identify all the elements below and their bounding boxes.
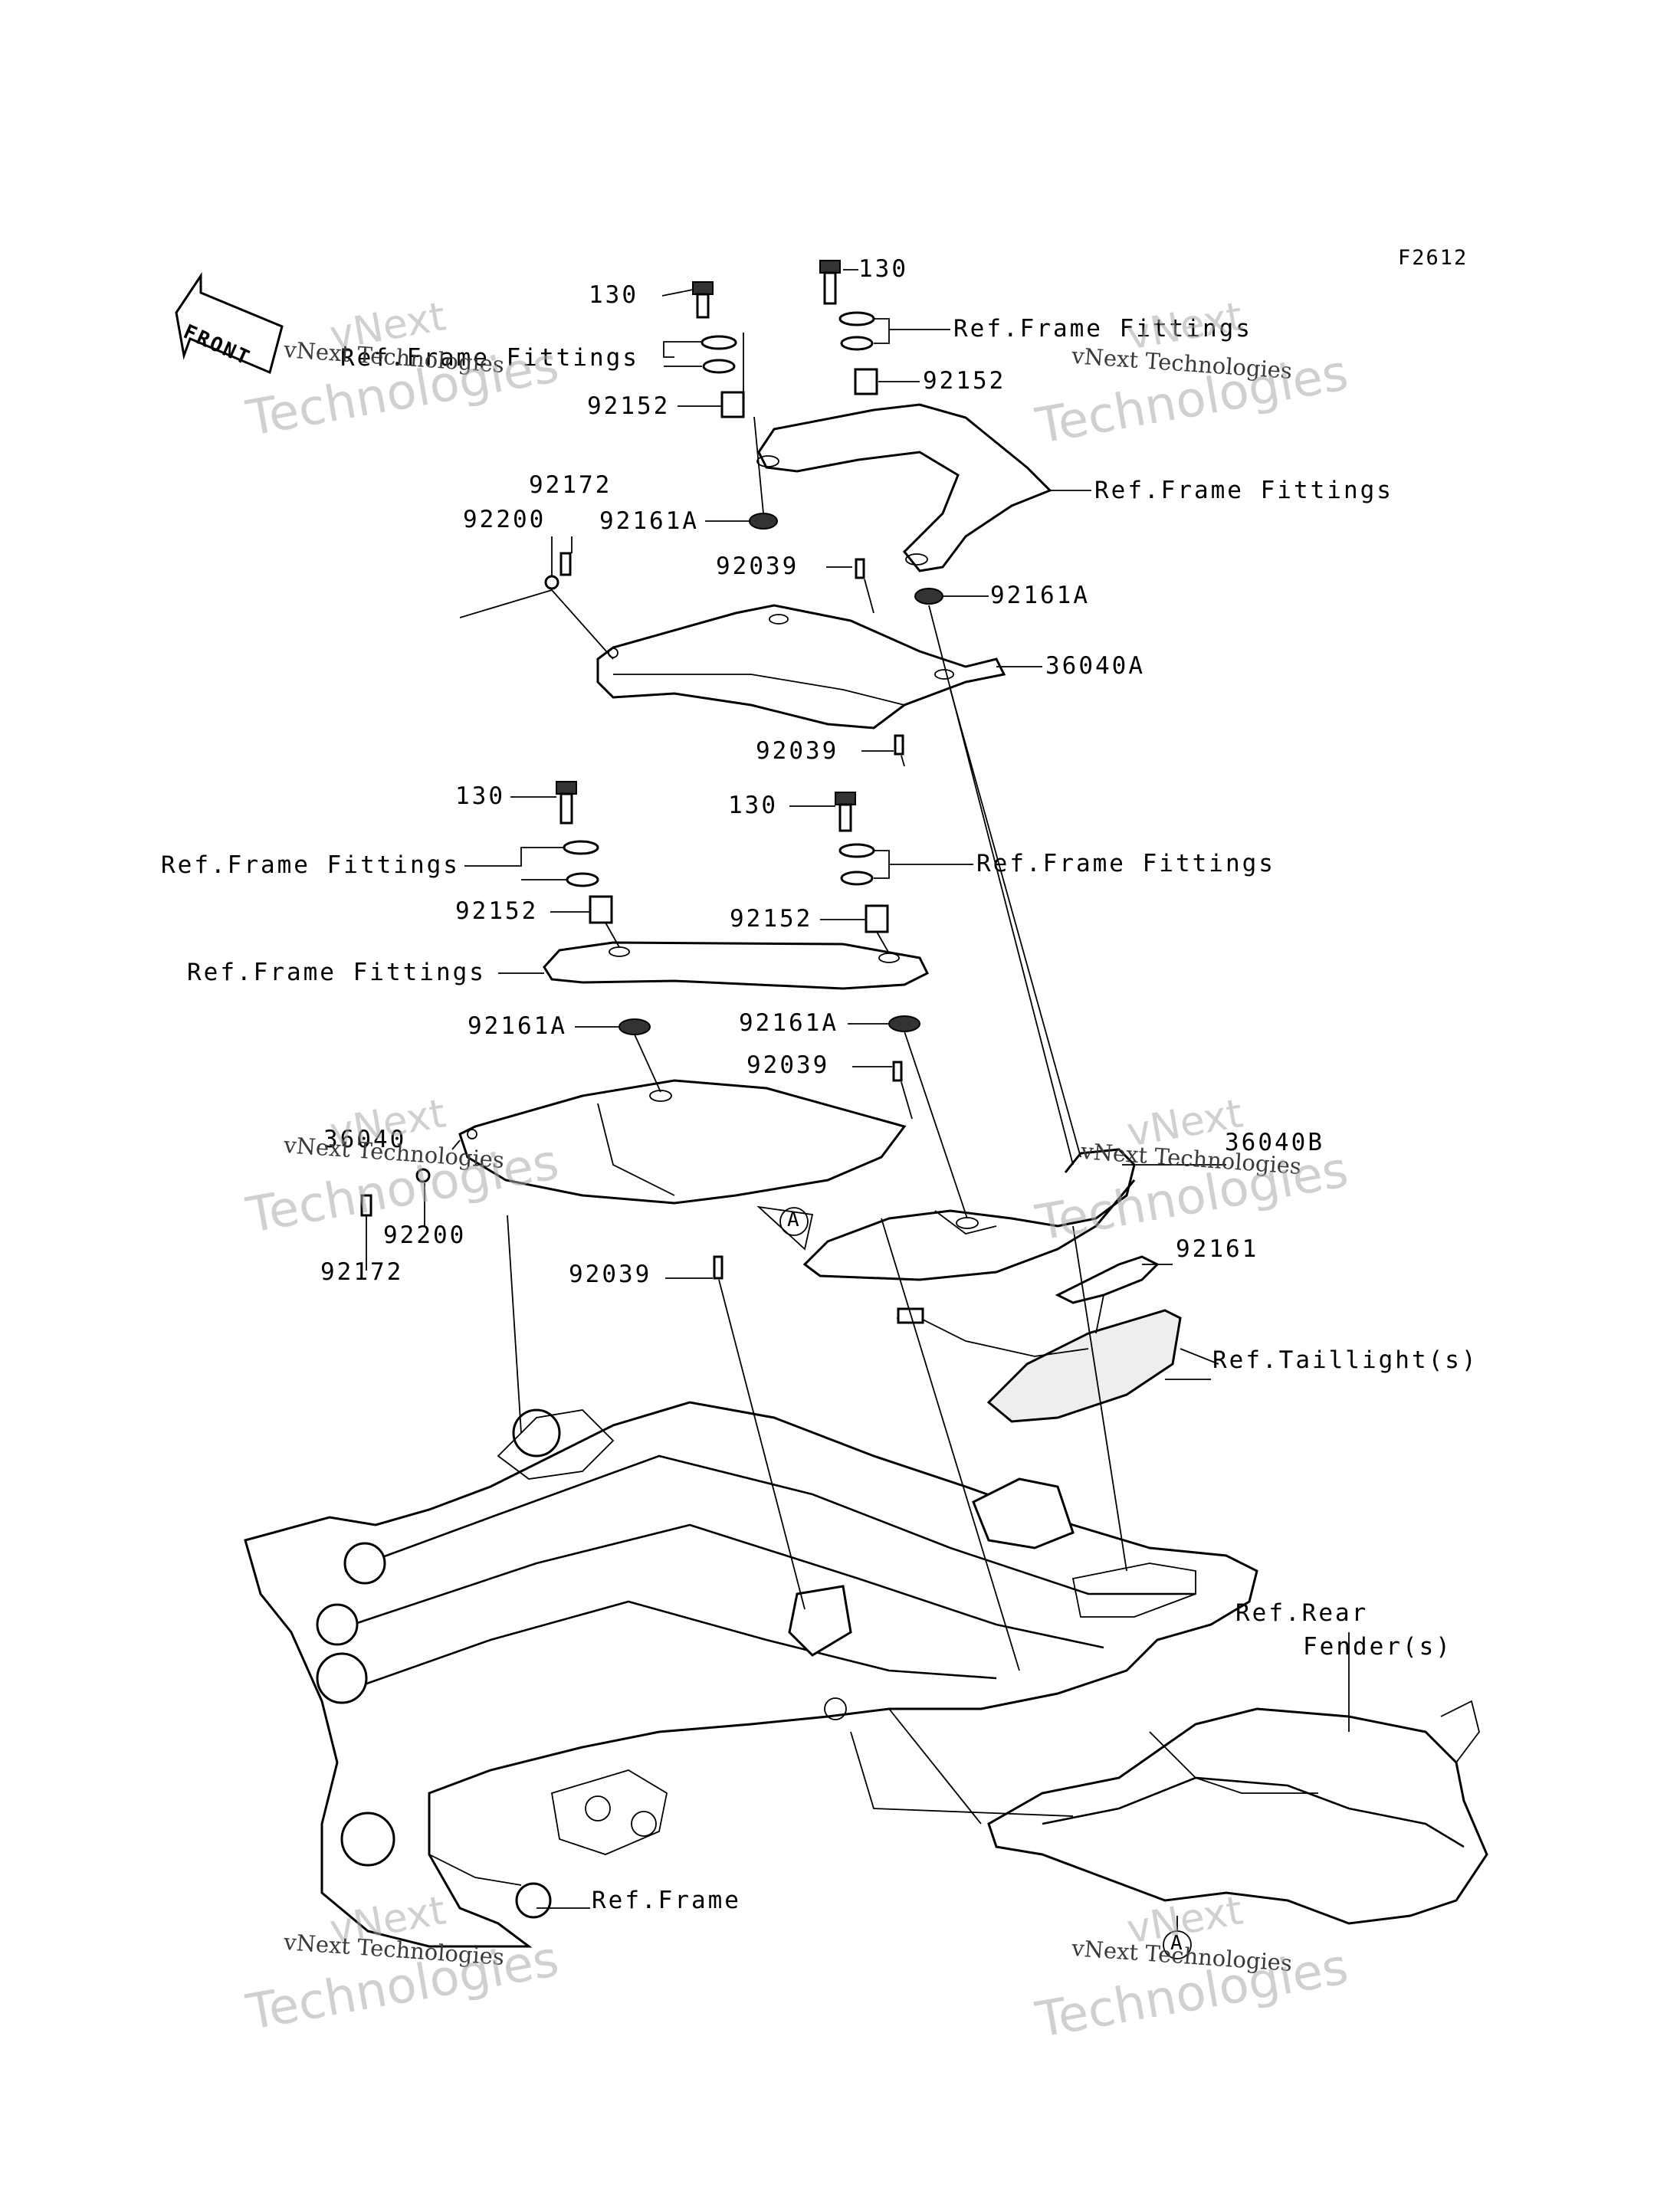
- callout-92161a: 92161A: [468, 1012, 567, 1040]
- callout-92172: 92172: [529, 471, 612, 499]
- seat-cover-36040A: [596, 604, 1006, 730]
- callout-ref-frame-fittings: Ref.Frame Fittings: [1094, 477, 1393, 504]
- leader-lines: [366, 269, 1350, 1931]
- rear-cover-36040B: [802, 1148, 1136, 1281]
- bolt-130-upper-right: [819, 260, 841, 305]
- callout-ref-rear: Ref.Rear: [1235, 1599, 1369, 1627]
- callout-fenders: Fender(s): [1303, 1633, 1452, 1661]
- grab-rail-upper: [757, 403, 1052, 572]
- callout-ref-frame-fittings: Ref.Frame Fittings: [161, 851, 460, 879]
- clip-92039-lower-1: [892, 1061, 903, 1082]
- bracket-92161: [1055, 1255, 1160, 1304]
- bolt-92172-upper: [559, 552, 572, 576]
- callout-92161a: 92161A: [599, 507, 699, 535]
- callout-92039: 92039: [569, 1261, 652, 1288]
- callout-ref-frame: Ref.Frame: [592, 1887, 741, 1914]
- callout-92039: 92039: [716, 553, 799, 580]
- callout-36040: 36040: [323, 1126, 407, 1153]
- ref-a-label-bottom: A: [1170, 1932, 1183, 1955]
- washer-lower-left-2: [566, 872, 599, 887]
- callout-130: 130: [858, 255, 908, 283]
- bolt-130-lower-left: [556, 781, 577, 825]
- callout-36040b: 36040B: [1225, 1129, 1324, 1156]
- taillight: [986, 1309, 1182, 1423]
- callout-130: 130: [589, 281, 638, 309]
- clip-92039-upper-2: [894, 734, 904, 756]
- grommet-92161A-upper-left: [749, 513, 778, 530]
- washer-92200-upper: [544, 575, 559, 590]
- bolt-130-lower-right: [835, 792, 856, 832]
- frame: [244, 1401, 1258, 1948]
- washer-lower-right-2: [840, 871, 874, 886]
- callout-92152: 92152: [923, 367, 1006, 395]
- bolt-130-upper-left: [692, 281, 714, 319]
- callout-92200: 92200: [383, 1221, 467, 1249]
- callout-ref-frame-fittings: Ref.Frame Fittings: [340, 344, 639, 372]
- callout-92161a: 92161A: [739, 1009, 838, 1037]
- clip-92039-lower-2: [713, 1255, 724, 1280]
- washer-upper-right-2: [840, 336, 874, 351]
- grommet-92161A-lower-right: [888, 1015, 920, 1032]
- callout-92161a: 92161A: [990, 582, 1090, 609]
- clip-92039-upper-1: [855, 558, 865, 579]
- collar-92152-upper-left: [720, 391, 745, 418]
- callout-ref-frame-fittings: Ref.Frame Fittings: [953, 315, 1252, 343]
- rear-fender: [987, 1700, 1488, 1925]
- collar-92152-lower-left: [589, 895, 613, 924]
- figure-code: F2612: [1398, 246, 1468, 270]
- callout-92152: 92152: [455, 897, 539, 925]
- washer-lower-left-1: [563, 840, 599, 855]
- callout-92152: 92152: [730, 905, 813, 933]
- washer-upper-left-1: [701, 335, 737, 350]
- callout-ref-taillights: Ref.Taillight(s): [1212, 1346, 1478, 1374]
- washer-92200-lower: [415, 1168, 431, 1183]
- callout-130: 130: [728, 792, 778, 819]
- callout-92039: 92039: [756, 737, 839, 765]
- washer-upper-right-1: [838, 311, 875, 326]
- grab-rail-lower: [543, 941, 930, 990]
- callout-130: 130: [455, 782, 505, 810]
- collar-92152-lower-right: [865, 904, 889, 933]
- ref-a-label-top: A: [787, 1208, 799, 1231]
- callout-92161: 92161: [1176, 1235, 1259, 1263]
- ref-a-circle-top: [779, 1207, 809, 1236]
- grommet-92161A-upper-right: [914, 588, 943, 605]
- grommet-92161A-lower-left: [619, 1018, 651, 1035]
- seat-cover-36040: [458, 1079, 907, 1205]
- callout-92039: 92039: [746, 1051, 830, 1079]
- front-arrow-icon: [175, 272, 284, 375]
- callout-ref-frame-fittings: Ref.Frame Fittings: [976, 850, 1275, 877]
- collar-92152-upper-right: [854, 368, 878, 395]
- washer-lower-right-1: [838, 843, 875, 858]
- callout-92172: 92172: [320, 1258, 404, 1286]
- callout-36040a: 36040A: [1045, 652, 1145, 680]
- washer-upper-left-2: [702, 359, 736, 374]
- callout-92152: 92152: [587, 392, 671, 420]
- callout-ref-frame-fittings: Ref.Frame Fittings: [187, 959, 486, 986]
- callout-92200: 92200: [463, 506, 546, 533]
